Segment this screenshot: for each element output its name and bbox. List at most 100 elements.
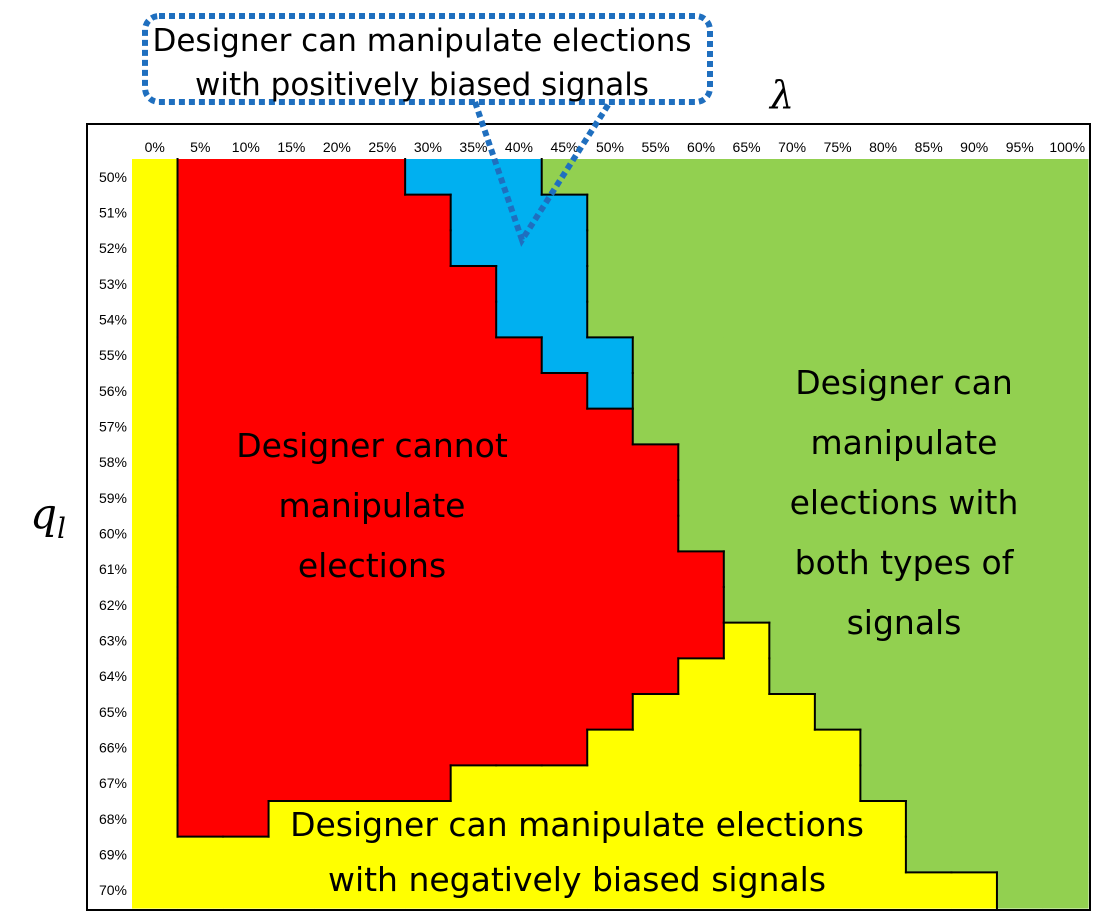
cell-red — [223, 765, 270, 802]
cell-yellow — [496, 801, 543, 838]
cell-red — [223, 658, 270, 695]
cell-blue — [587, 373, 634, 410]
cell-red — [268, 408, 315, 445]
cell-green — [996, 480, 1044, 517]
cell-green — [996, 444, 1044, 481]
cell-green — [951, 373, 998, 410]
cell-red — [223, 301, 270, 338]
cell-green — [905, 694, 953, 731]
cell-red — [632, 587, 679, 624]
y-tick-label: 50% — [99, 169, 127, 185]
y-tick-label: 58% — [99, 454, 127, 470]
y-tick-label: 66% — [99, 740, 127, 756]
cell-green — [678, 337, 725, 374]
cell-red — [587, 515, 634, 552]
cell-red — [223, 694, 270, 731]
cell-yellow — [223, 872, 270, 909]
cell-blue — [405, 159, 452, 196]
cell-yellow — [132, 159, 179, 196]
y-tick-label: 70% — [99, 882, 127, 898]
callout-pointer — [472, 100, 613, 247]
blue-region-callout: Designer can manipulate elections with p… — [142, 13, 713, 247]
cell-yellow — [359, 872, 406, 909]
cell-red — [359, 230, 406, 267]
cell-red — [450, 694, 497, 731]
cell-red — [359, 515, 406, 552]
callout-line-1: Designer can manipulate elections — [152, 23, 691, 59]
y-tick-label: 53% — [99, 276, 127, 292]
cell-red — [632, 480, 679, 517]
cell-green — [951, 159, 998, 196]
cell-red — [177, 230, 224, 267]
cell-blue — [450, 159, 497, 196]
cell-green — [723, 480, 770, 517]
cell-red — [405, 729, 452, 766]
cell-green — [814, 266, 861, 303]
cell-blue — [541, 266, 588, 303]
cell-red — [678, 551, 725, 588]
cell-red — [587, 551, 634, 588]
cell-green — [996, 836, 1044, 873]
yellow-label-line-2: with negatively biased signals — [328, 860, 826, 899]
cell-red — [541, 551, 588, 588]
cell-red — [177, 480, 224, 517]
cell-green — [723, 194, 770, 231]
cell-yellow — [769, 836, 816, 873]
cell-yellow — [678, 765, 725, 802]
y-tick-label: 54% — [99, 312, 127, 328]
cell-red — [450, 587, 497, 624]
cell-yellow — [541, 836, 588, 873]
region-boundaries — [176, 158, 998, 909]
cell-red — [177, 729, 224, 766]
cell-green — [1042, 515, 1089, 552]
cell-green — [905, 266, 953, 303]
cell-green — [814, 159, 861, 196]
cell-red — [359, 480, 406, 517]
cell-red — [541, 658, 588, 695]
cell-green — [951, 515, 998, 552]
cell-green — [996, 337, 1044, 374]
cell-red — [177, 266, 224, 303]
cell-yellow — [177, 836, 224, 873]
cell-yellow — [268, 801, 315, 838]
cell-red — [587, 622, 634, 659]
cell-green — [996, 872, 1044, 909]
cell-red — [450, 729, 497, 766]
cell-red — [223, 373, 270, 410]
cell-red — [405, 694, 452, 731]
cell-green — [678, 159, 725, 196]
cell-red — [450, 515, 497, 552]
cell-red — [405, 194, 452, 231]
cell-red — [223, 515, 270, 552]
cell-yellow — [951, 872, 998, 909]
cell-yellow — [632, 836, 679, 873]
cell-red — [587, 658, 634, 695]
green-label-line-3: elections with — [790, 483, 1019, 522]
cell-green — [769, 587, 816, 624]
cell-yellow — [723, 729, 770, 766]
cell-green — [951, 194, 998, 231]
cell-green — [951, 801, 998, 838]
cell-green — [951, 836, 998, 873]
cell-red — [496, 622, 543, 659]
cell-green — [905, 159, 953, 196]
cell-green — [814, 301, 861, 338]
cell-blue — [496, 301, 543, 338]
cell-red — [223, 230, 270, 267]
cell-red — [359, 622, 406, 659]
cell-green — [814, 480, 861, 517]
cell-green — [769, 658, 816, 695]
cell-yellow — [678, 872, 725, 909]
cell-yellow — [450, 801, 497, 838]
cell-red — [314, 408, 361, 445]
cell-yellow — [587, 801, 634, 838]
cell-red — [359, 159, 406, 196]
cell-green — [1042, 836, 1089, 873]
cell-red — [314, 194, 361, 231]
cell-red — [359, 551, 406, 588]
cell-yellow — [860, 836, 907, 873]
cell-green — [769, 622, 816, 659]
cell-red — [496, 729, 543, 766]
cell-yellow — [541, 801, 588, 838]
cell-green — [1042, 801, 1089, 838]
